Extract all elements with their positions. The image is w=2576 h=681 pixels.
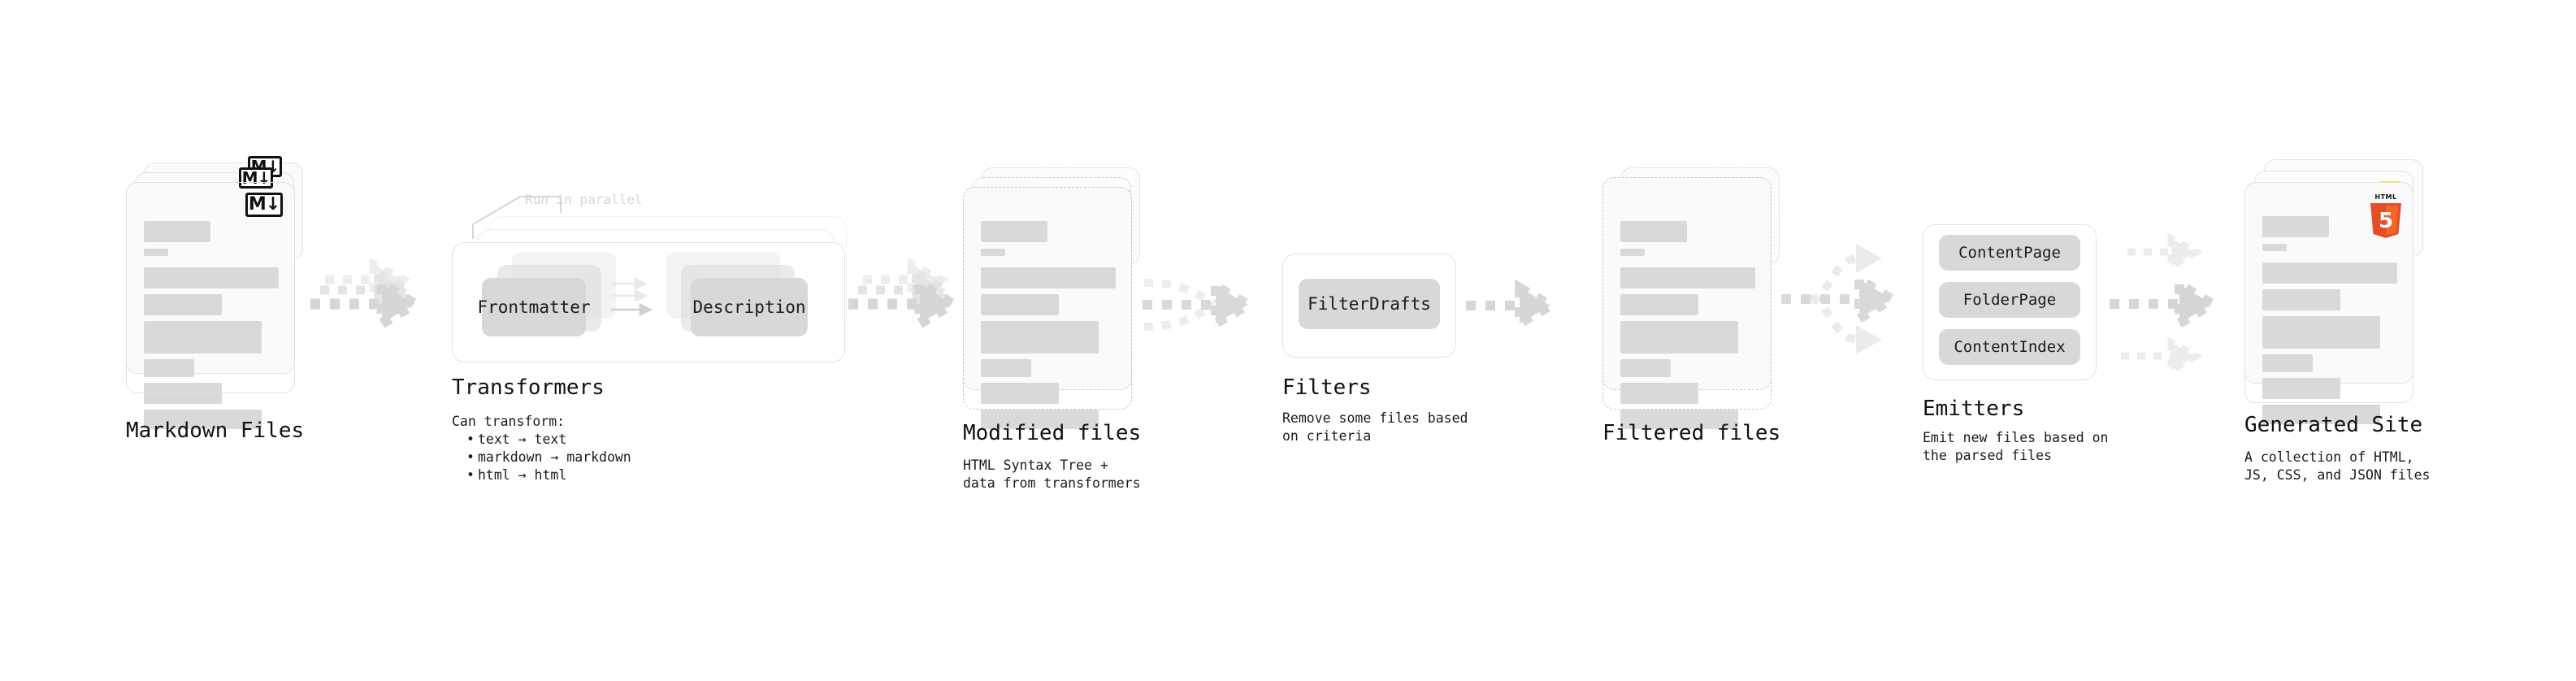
markdown-logo-letter: M bbox=[248, 194, 267, 215]
stage-title-emitters: Emitters bbox=[1923, 397, 2025, 421]
transformers-bullet-list: text → text markdown → markdown html → h… bbox=[465, 431, 725, 484]
transformers-bullet: text → text bbox=[466, 431, 725, 449]
doc-skeleton-row bbox=[1620, 249, 1645, 256]
run-in-parallel-bracket bbox=[471, 195, 562, 239]
doc-skeleton-row bbox=[2262, 289, 2340, 310]
svg-text:HTML: HTML bbox=[2374, 193, 2396, 201]
transformers-subtitle: Can transform: bbox=[452, 414, 566, 429]
doc-skeleton-row bbox=[981, 249, 1005, 256]
emitter-chip-contentindex[interactable]: ContentIndex bbox=[1939, 329, 2080, 365]
emitter-chip-contentindex-label: ContentIndex bbox=[1954, 338, 2066, 356]
emitter-chip-folderpage[interactable]: FolderPage bbox=[1939, 282, 2080, 318]
markdown-logo-icon: M↓ bbox=[245, 193, 283, 217]
filter-chip-filterdrafts-label: FilterDrafts bbox=[1308, 294, 1431, 314]
doc-skeleton-row bbox=[1620, 410, 1738, 429]
doc-skeleton-row bbox=[981, 267, 1116, 288]
doc-skeleton-row bbox=[144, 294, 222, 315]
run-in-parallel-label: Run in parallel bbox=[525, 192, 643, 207]
stage-title-filtered-files: Filtered files bbox=[1602, 421, 1781, 445]
markdown-logo-arrow: ↓ bbox=[265, 194, 280, 215]
markdown-logo-icon-back-1: M↓ bbox=[239, 167, 273, 189]
doc-skeleton-row bbox=[144, 321, 262, 354]
modified-files-subtitle: HTML Syntax Tree + data from transformer… bbox=[963, 458, 1141, 491]
doc-skeleton-row bbox=[1620, 359, 1671, 377]
doc-skeleton-row bbox=[1620, 221, 1687, 242]
doc-skeleton-row bbox=[2262, 405, 2380, 424]
doc-skeleton-row bbox=[144, 383, 222, 404]
transformer-internal-arrows bbox=[611, 276, 653, 317]
generated-site-subtitle: A collection of HTML, JS, CSS, and JSON … bbox=[2244, 449, 2431, 483]
stage-title-markdown-files: Markdown Files bbox=[126, 419, 305, 443]
emitter-chip-folderpage-label: FolderPage bbox=[1962, 291, 2057, 309]
emitters-subtitle: Emit new files based on the parsed files bbox=[1923, 430, 2109, 463]
stage-title-modified-files: Modified files bbox=[963, 421, 1142, 445]
stage-title-filters: Filters bbox=[1282, 375, 1372, 400]
filter-chip-filterdrafts[interactable]: FilterDrafts bbox=[1299, 279, 1440, 329]
arrow-markdown-to-transformers bbox=[310, 257, 425, 333]
emitter-chip-contentpage[interactable]: ContentPage bbox=[1939, 235, 2080, 271]
doc-skeleton-row bbox=[981, 294, 1059, 315]
doc-skeleton-row bbox=[144, 359, 194, 377]
arrow-filtered-to-emitters bbox=[1781, 244, 1902, 354]
doc-skeleton-row bbox=[981, 383, 1059, 404]
doc-skeleton-row bbox=[2262, 244, 2287, 251]
doc-skeleton-row bbox=[981, 359, 1031, 377]
transformers-bullet: html → html bbox=[466, 466, 725, 484]
filters-subtitle: Remove some files based on criteria bbox=[1282, 410, 1468, 444]
doc-skeleton-row bbox=[981, 321, 1099, 354]
transformer-chip-frontmatter[interactable]: Frontmatter bbox=[477, 278, 591, 336]
doc-skeleton-row bbox=[2262, 354, 2313, 372]
doc-skeleton-row bbox=[981, 221, 1047, 242]
arrow-transformers-to-modified bbox=[848, 257, 963, 333]
doc-skeleton-row bbox=[1620, 267, 1755, 288]
doc-skeleton-row bbox=[2262, 262, 2397, 284]
doc-skeleton-row bbox=[144, 221, 210, 242]
stage-title-generated-site: Generated Site bbox=[2244, 413, 2423, 437]
transformers-bullet: markdown → markdown bbox=[466, 449, 725, 466]
doc-skeleton-row bbox=[1620, 321, 1738, 354]
transformer-chip-frontmatter-label: Frontmatter bbox=[477, 297, 591, 317]
doc-skeleton-row bbox=[2262, 378, 2340, 399]
arrow-modified-to-filters bbox=[1143, 277, 1259, 332]
emitter-chip-contentpage-label: ContentPage bbox=[1958, 244, 2061, 262]
doc-skeleton-row bbox=[144, 249, 168, 256]
doc-skeleton-row bbox=[2262, 316, 2380, 349]
svg-text:5: 5 bbox=[2379, 209, 2393, 233]
doc-skeleton-row bbox=[1620, 294, 1698, 315]
doc-skeleton-row bbox=[144, 410, 262, 429]
doc-skeleton-row bbox=[981, 410, 1099, 429]
arrow-emitters-to-site bbox=[2110, 232, 2222, 377]
doc-skeleton-row bbox=[2262, 216, 2329, 237]
doc-skeleton-row bbox=[1620, 383, 1698, 404]
arrow-filters-to-filtered bbox=[1466, 279, 1560, 332]
doc-skeleton-row bbox=[144, 267, 279, 288]
transformer-chip-description[interactable]: Description bbox=[691, 278, 808, 336]
transformer-chip-description-label: Description bbox=[692, 297, 806, 317]
html5-logo-icon: HTML 5 bbox=[2370, 193, 2401, 238]
stage-title-transformers: Transformers bbox=[452, 375, 605, 400]
